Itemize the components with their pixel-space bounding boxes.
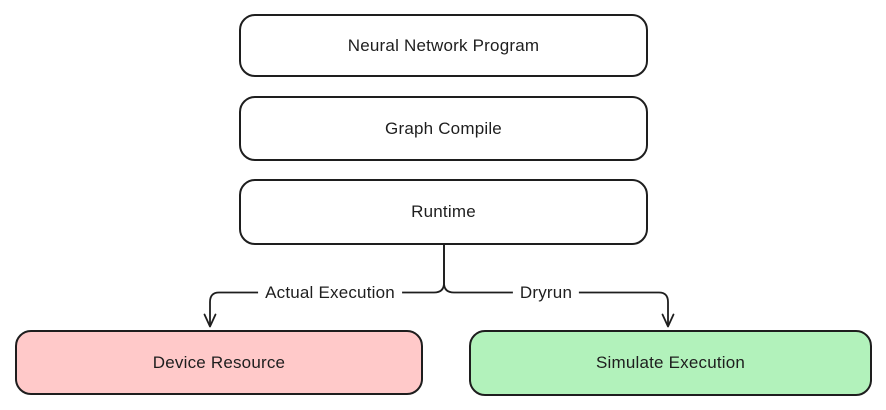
edge-label-dryrun: Dryrun [512, 283, 580, 303]
node-simulate-execution: Simulate Execution [469, 330, 872, 396]
node-label: Neural Network Program [347, 35, 540, 55]
arrowhead-down-icon [203, 313, 217, 328]
edge-label-actual-execution: Actual Execution [258, 283, 402, 303]
node-label: Simulate Execution [595, 353, 746, 372]
node-neural-network-program: Neural Network Program [239, 14, 648, 77]
node-label: Runtime [411, 202, 476, 221]
node-label: Graph Compile [385, 118, 502, 138]
arrowhead-down-icon [661, 313, 675, 328]
node-device-resource: Device Resource [15, 330, 423, 395]
node-runtime: Runtime [239, 179, 648, 245]
node-label: Device Resource [152, 352, 286, 372]
node-graph-compile: Graph Compile [239, 96, 648, 161]
